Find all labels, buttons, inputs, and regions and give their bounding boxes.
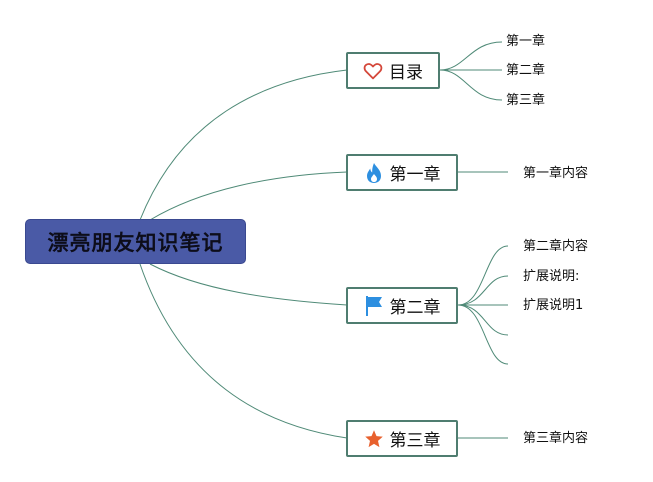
- branch-chapter-2[interactable]: 第二章: [346, 287, 458, 324]
- branch-chapter-3-label: 第三章: [389, 431, 441, 451]
- leaf-chapter-1-content[interactable]: 第一章内容: [523, 166, 589, 181]
- leaf-chapter-2-note-1[interactable]: 扩展说明1: [523, 298, 584, 313]
- leaf-chapter-2-note-title[interactable]: 扩展说明:: [523, 269, 580, 284]
- connector-toc-3: [439, 69, 503, 101]
- connector-ch2-5: [457, 304, 509, 365]
- branch-toc[interactable]: 目录: [346, 52, 440, 89]
- flag-icon: [364, 295, 384, 316]
- heart-icon: [363, 61, 383, 81]
- branch-chapter-1-label: 第一章: [389, 165, 441, 185]
- star-icon: [364, 429, 384, 449]
- leaf-chapter-3-content[interactable]: 第三章内容: [523, 431, 589, 446]
- branch-toc-label: 目录: [389, 63, 423, 83]
- connector-root-ch1: [149, 171, 348, 221]
- connector-ch2-4: [457, 304, 509, 336]
- connector-root-ch2: [149, 263, 348, 306]
- root-topic[interactable]: 漂亮朋友知识笔记: [25, 219, 246, 264]
- flame-icon: [364, 162, 384, 183]
- connector-ch2-2: [457, 275, 509, 306]
- root-topic-label: 漂亮朋友知识笔记: [47, 230, 224, 255]
- leaf-chapter-2-content[interactable]: 第二章内容: [523, 239, 589, 254]
- connector-root-ch3: [139, 263, 348, 439]
- leaf-toc-3[interactable]: 第三章: [506, 93, 546, 108]
- connector-root-toc: [139, 69, 348, 221]
- branch-chapter-3[interactable]: 第三章: [346, 420, 458, 457]
- leaf-toc-2[interactable]: 第二章: [506, 63, 546, 78]
- leaf-toc-1[interactable]: 第一章: [506, 34, 546, 49]
- branch-chapter-2-label: 第二章: [389, 298, 441, 318]
- connector-toc-1: [439, 41, 503, 71]
- branch-chapter-1[interactable]: 第一章: [346, 154, 458, 191]
- connector-ch2-1: [457, 245, 509, 306]
